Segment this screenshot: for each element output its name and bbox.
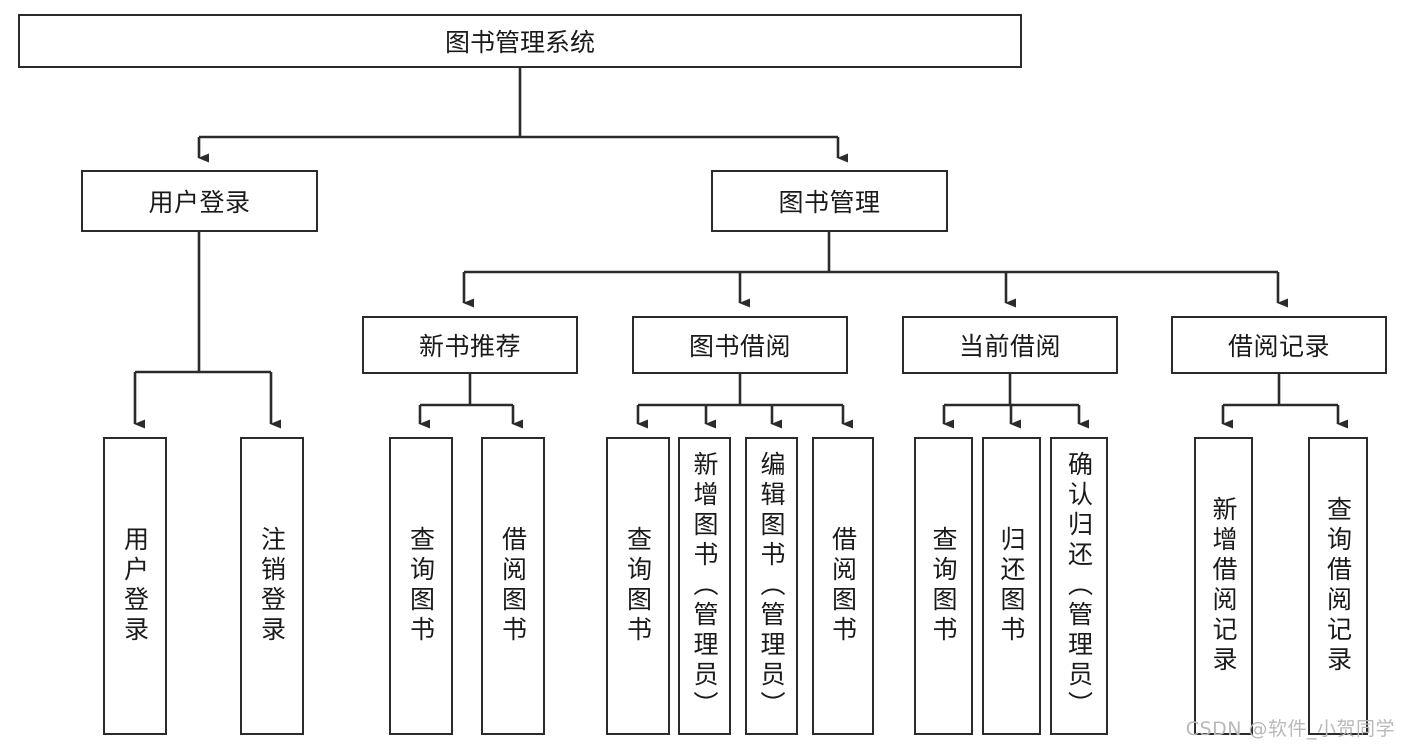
node-book-borrow[interactable]: 图书借阅 (632, 316, 848, 374)
node-current-borrow-label: 当前借阅 (958, 332, 1061, 361)
leaf-query-book-recommend[interactable]: 查询图书 (389, 437, 453, 735)
node-book-management-label: 图书管理 (778, 188, 881, 217)
leaf-query-book-current-label: 查询图书 (929, 526, 958, 646)
leaf-borrow-book-recommend[interactable]: 借阅图书 (481, 437, 545, 735)
leaf-query-book-recommend-label: 查询图书 (406, 526, 436, 646)
node-user-login-label: 用户登录 (148, 188, 251, 217)
node-book-management[interactable]: 图书管理 (711, 170, 948, 232)
leaf-borrow-book-recommend-label: 借阅图书 (498, 526, 528, 646)
leaf-user-login[interactable]: 用户登录 (103, 437, 167, 735)
node-current-borrow[interactable]: 当前借阅 (902, 316, 1118, 374)
leaf-add-borrow-record-label: 新增借阅记录 (1209, 496, 1238, 676)
leaf-logout[interactable]: 注销登录 (240, 437, 304, 735)
node-user-login[interactable]: 用户登录 (81, 170, 318, 232)
leaf-query-borrow-record[interactable]: 查询借阅记录 (1308, 437, 1368, 735)
leaf-query-book-borrow[interactable]: 查询图书 (606, 437, 670, 735)
leaf-query-book-current[interactable]: 查询图书 (914, 437, 973, 735)
node-borrow-records-label: 借阅记录 (1227, 332, 1330, 361)
leaf-return-book-label: 归还图书 (997, 526, 1026, 646)
leaf-add-borrow-record[interactable]: 新增借阅记录 (1194, 437, 1253, 735)
leaf-confirm-return-admin-label: 确认归还（管理员） (1064, 451, 1094, 721)
node-borrow-records[interactable]: 借阅记录 (1171, 316, 1387, 374)
node-root-label: 图书管理系统 (444, 28, 595, 57)
leaf-add-book-admin-label: 新增图书（管理员） (690, 451, 719, 721)
node-book-borrow-label: 图书借阅 (688, 332, 791, 361)
leaf-edit-book-admin-label: 编辑图书（管理员） (757, 451, 786, 721)
leaf-borrow-book-label: 借阅图书 (828, 526, 858, 646)
watermark: CSDN @软件_小贺同学 (1185, 718, 1395, 740)
leaf-user-login-label: 用户登录 (120, 526, 150, 646)
leaf-query-book-borrow-label: 查询图书 (623, 526, 653, 646)
leaf-edit-book-admin[interactable]: 编辑图书（管理员） (745, 437, 798, 735)
leaf-borrow-book[interactable]: 借阅图书 (812, 437, 874, 735)
leaf-add-book-admin[interactable]: 新增图书（管理员） (678, 437, 731, 735)
node-new-book-recommend[interactable]: 新书推荐 (362, 316, 578, 374)
leaf-logout-label: 注销登录 (257, 526, 287, 646)
leaf-query-borrow-record-label: 查询借阅记录 (1323, 496, 1353, 676)
node-new-book-recommend-label: 新书推荐 (418, 332, 521, 361)
leaf-return-book[interactable]: 归还图书 (982, 437, 1041, 735)
node-root[interactable]: 图书管理系统 (18, 14, 1022, 68)
leaf-confirm-return-admin[interactable]: 确认归还（管理员） (1050, 437, 1108, 735)
